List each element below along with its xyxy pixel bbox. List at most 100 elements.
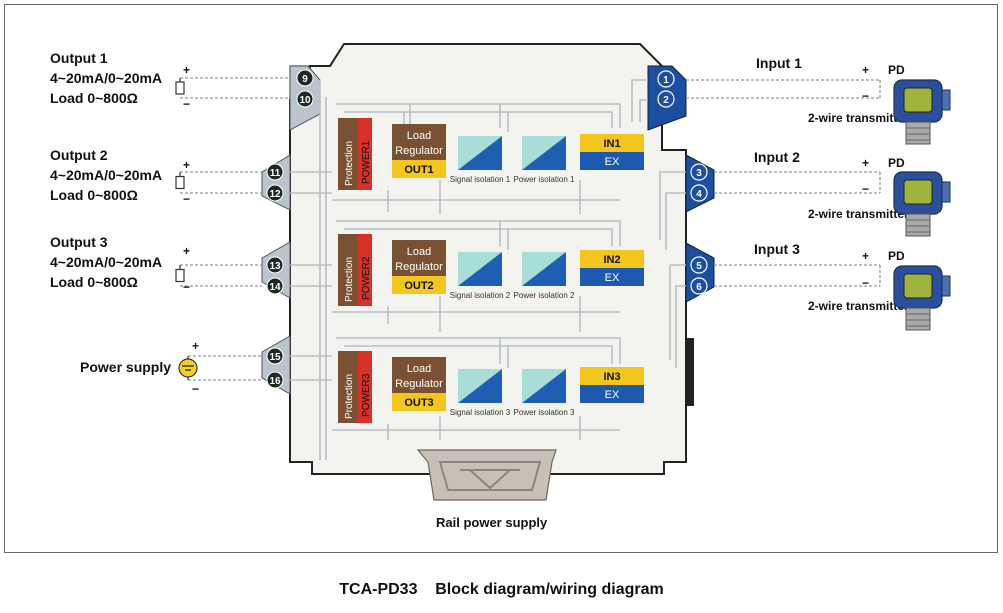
internal-wire-20	[344, 228, 613, 246]
power-label: POWER3	[361, 373, 372, 417]
in-block	[580, 134, 644, 152]
out-block	[392, 393, 446, 411]
protection-block	[338, 118, 358, 190]
power-supply-minus: −	[192, 382, 199, 396]
input-1-minus: −	[862, 89, 869, 103]
in-block	[580, 367, 644, 385]
load-regulator-block	[392, 240, 446, 276]
output-2-labels: Output 2 4~20mA/0~20mA Load 0~800Ω + −	[50, 147, 190, 206]
terminal-11: 11	[266, 163, 284, 181]
load-regulator-block	[392, 357, 446, 393]
terminal-1: 1	[657, 70, 675, 88]
ex-block	[580, 385, 644, 403]
input-2-plus: +	[862, 156, 869, 170]
ex-label: EX	[605, 389, 620, 401]
terminal-9-label: 9	[302, 74, 308, 85]
terminal-9: 9	[296, 69, 314, 87]
transmitter-side	[941, 181, 951, 203]
terminal-11-dot	[266, 163, 284, 181]
transmitter-display	[903, 179, 933, 205]
terminal-2-dot	[657, 90, 675, 108]
terminal-6-label: 6	[696, 282, 702, 293]
terminal-10-label: 10	[299, 95, 311, 106]
output-2-minus: −	[183, 192, 190, 206]
transmitter-1-icon	[893, 79, 951, 145]
terminal-16-label: 16	[269, 376, 281, 387]
protection-block	[338, 351, 358, 423]
transmitter-display	[903, 87, 933, 113]
terminal-15-dot	[266, 347, 284, 365]
internal-wire-22	[344, 345, 613, 364]
power-block	[358, 351, 372, 423]
transmitter-3-icon	[893, 265, 951, 331]
output-1-labels: Output 1 4~20mA/0~20mA Load 0~800Ω + −	[50, 50, 190, 111]
terminal-5-dot	[690, 256, 708, 274]
terminal-3-label: 3	[696, 168, 702, 179]
terminal-13: 13	[266, 256, 284, 274]
input-3-minus: −	[862, 276, 869, 290]
internal-wire-13	[631, 79, 648, 122]
input-3-device: 2-wire transmitter	[808, 299, 909, 313]
signal-isolation-dark	[458, 136, 502, 170]
load-regulator-block	[392, 124, 446, 160]
terminal-5: 5	[690, 256, 708, 274]
external-wiring	[175, 77, 881, 381]
terminal-13-label: 13	[269, 261, 281, 272]
terminal-4: 4	[690, 184, 708, 202]
transmitter-stem	[905, 121, 931, 145]
transmitter-stem	[905, 213, 931, 237]
signal-isolation-dark	[458, 252, 502, 286]
left-terminal-block-2	[261, 154, 291, 211]
terminal-2: 2	[657, 90, 675, 108]
internal-wire-14	[639, 99, 648, 122]
input-2-labels: Input 2 + − PD 2-wire transmitter	[754, 149, 909, 221]
load-regulator-line2: Regulator	[395, 145, 443, 157]
input-2-minus: −	[862, 182, 869, 196]
terminal-10-dot	[296, 90, 314, 108]
protection-label: Protection	[344, 374, 355, 419]
terminal-1-label: 1	[663, 75, 669, 86]
terminal-2-label: 2	[663, 95, 669, 106]
input-1-device: 2-wire transmitter	[808, 111, 909, 125]
signal-isolation-label: Signal isolation 2	[450, 291, 511, 300]
terminal-10: 10	[296, 90, 314, 108]
power-isolation-dark	[522, 136, 566, 170]
input-1-labels: Input 1 + − PD 2-wire transmitter	[756, 55, 909, 125]
transmitter-display	[903, 273, 933, 299]
out-label: OUT1	[404, 164, 433, 176]
ex-block	[580, 268, 644, 286]
input-2-pd: PD	[888, 156, 905, 170]
input-3-plus: +	[862, 249, 869, 263]
power-isolation-label: Power isolation 2	[514, 291, 575, 300]
output-2-load: Load 0~800Ω	[50, 187, 138, 203]
power-label: POWER1	[361, 140, 372, 184]
input-1-pd: PD	[888, 63, 905, 77]
output-1-load: Load 0~800Ω	[50, 90, 138, 106]
load-regulator-line1: Load	[407, 363, 431, 375]
power-isolation-label: Power isolation 1	[514, 175, 575, 184]
input-3-labels: Input 3 + − PD 2-wire transmitter	[754, 241, 909, 313]
input-2-device: 2-wire transmitter	[808, 207, 909, 221]
terminal-16-dot	[266, 371, 284, 389]
output-3-range: 4~20mA/0~20mA	[50, 254, 162, 270]
terminal-5-label: 5	[696, 261, 702, 272]
input-1-title: Input 1	[756, 55, 802, 71]
diagram-frame	[4, 4, 998, 553]
internal-wire-17	[669, 264, 686, 360]
internal-wire-21	[336, 337, 621, 364]
output-1-minus: −	[183, 97, 190, 111]
output-3-title: Output 3	[50, 234, 108, 250]
terminal-14: 14	[266, 277, 284, 295]
output-1-plus: +	[183, 63, 190, 77]
output-3-load: Load 0~800Ω	[50, 274, 138, 290]
power-isolation-dark	[522, 369, 566, 403]
terminal-14-label: 14	[269, 282, 281, 293]
terminal-6-dot	[690, 277, 708, 295]
load-regulator-line1: Load	[407, 246, 431, 258]
terminal-4-dot	[690, 184, 708, 202]
transmitter-side	[941, 89, 951, 111]
out-label: OUT3	[404, 397, 433, 409]
